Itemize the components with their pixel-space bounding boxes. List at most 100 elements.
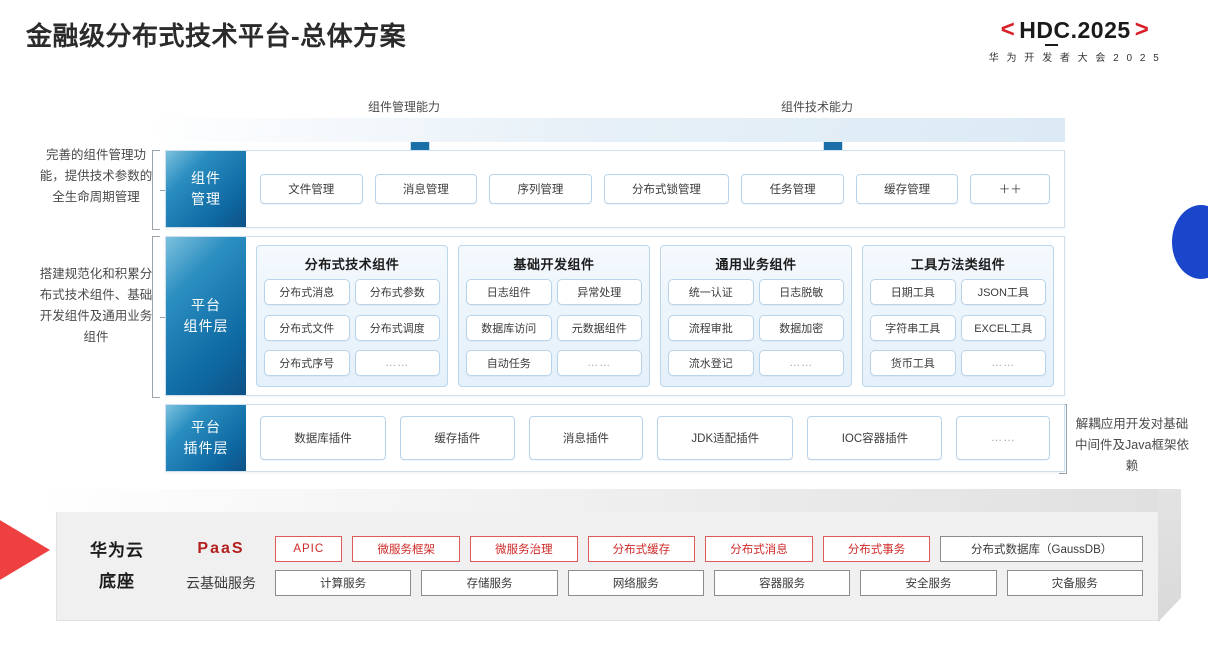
chip-group-item[interactable]: 分布式序号 [264, 350, 350, 377]
chip-group-item[interactable]: 数据加密 [758, 314, 844, 341]
chip-paas[interactable]: 分布式消息 [705, 536, 813, 562]
group-items: 分布式消息 分布式参数 分布式文件 分布式调度 分布式序号 …… [264, 279, 440, 381]
chip-paas[interactable]: APIC [275, 536, 343, 562]
chip-group-item[interactable]: 分布式参数 [354, 279, 440, 305]
paas-label: PaaS [197, 540, 245, 557]
row-platform-component-layer: 平台 组件层 分布式技术组件 分布式消息 分布式参数 分布式文件 分布式调度 分… [165, 236, 1065, 396]
hdc-logo-underline [1045, 43, 1059, 46]
chip-group-item[interactable]: 分布式文件 [264, 314, 350, 341]
group-tool-methods: 工具方法类组件 日期工具 JSON工具 字符串工具 EXCEL工具 货币工具 …… [862, 245, 1054, 387]
chip-infra[interactable]: 网络服务 [567, 570, 704, 596]
chip-plugin[interactable]: 消息插件 [528, 416, 644, 460]
stack-top-bevel [143, 118, 1065, 142]
chip-paas-gaussdb[interactable]: 分布式数据库（GaussDB） [940, 536, 1143, 562]
cloud-base-right-bevel [1158, 489, 1181, 622]
chip-plugin[interactable]: JDK适配插件 [657, 416, 794, 460]
hdc-logo-subtitle: 华 为 开 发 者 大 会 2 0 2 5 [988, 53, 1162, 64]
group-basic-development: 基础开发组件 日志组件 异常处理 数据库访问 元数据组件 自动任务 …… [458, 245, 650, 387]
chip-plugin[interactable]: 数据库插件 [260, 416, 387, 460]
cloud-base-top-bevel [35, 489, 1161, 512]
chip-group-item[interactable]: 统一认证 [668, 279, 754, 305]
chip-group-item[interactable]: 流水登记 [668, 350, 754, 377]
annotation-right-plugin-layer: 解耦应用开发对基础中间件及Java框架依赖 [1075, 417, 1189, 473]
row-component-management: 组件 管理 文件管理 消息管理 序列管理 分布式锁管理 任务管理 缓存管理 ＋＋ [165, 150, 1065, 228]
cloud-base-title-line2: 底座 [99, 572, 135, 591]
hdc-logo-text: HDC.2025 [1019, 16, 1131, 46]
angle-bracket-right-icon: > [1134, 16, 1150, 43]
chip-group-item-more[interactable]: …… [354, 350, 440, 377]
side-tab-line1: 平台 [191, 297, 221, 313]
annotation-left-platform-components: 搭建规范化和积累分布式技术组件、基础开发组件及通用业务组件 [39, 267, 153, 344]
hdc-logo: < HDC.2025 > 华 为 开 发 者 大 会 2 0 2 5 [960, 16, 1190, 64]
arrow-label-right: 组件技术能力 [781, 100, 854, 114]
chip-group-item[interactable]: 日志脱敏 [758, 279, 844, 305]
chip-group-item[interactable]: 分布式消息 [264, 279, 350, 305]
chip-component-mgmt[interactable]: 文件管理 [260, 174, 363, 204]
chip-paas[interactable]: 分布式事务 [822, 536, 931, 562]
infra-label: 云基础服务 [186, 575, 256, 591]
architecture-stack: 组件 管理 文件管理 消息管理 序列管理 分布式锁管理 任务管理 缓存管理 ＋＋… [143, 118, 1065, 478]
side-tab-line1: 平台 [191, 419, 221, 435]
chip-group-item[interactable]: 分布式调度 [354, 314, 440, 341]
chip-group-item[interactable]: 数据库访问 [466, 314, 552, 341]
hdc-logo-main: < HDC.2025 > [960, 16, 1190, 46]
chip-component-mgmt-add[interactable]: ＋＋ [970, 174, 1051, 204]
chip-component-mgmt[interactable]: 缓存管理 [855, 174, 959, 204]
red-wedge-decoration [0, 507, 50, 593]
chip-group-item[interactable]: 字符串工具 [870, 314, 956, 341]
group-title: 工具方法类组件 [910, 257, 1006, 272]
page-title: 金融级分布式技术平台-总体方案 [26, 21, 407, 51]
side-tab-platform-plugin-layer: 平台 插件层 [166, 405, 246, 471]
chip-infra[interactable]: 安全服务 [860, 570, 997, 596]
cloud-row-infrastructure: 云基础服务 计算服务 存储服务 网络服务 容器服务 安全服务 灾备服务 [177, 570, 1143, 596]
chip-component-mgmt[interactable]: 任务管理 [741, 174, 844, 204]
chip-component-mgmt[interactable]: 消息管理 [374, 174, 478, 204]
chip-group-item[interactable]: 异常处理 [556, 279, 642, 305]
chip-group-item[interactable]: 自动任务 [466, 350, 552, 377]
cloud-base-rows: PaaS APIC 微服务框架 微服务治理 分布式缓存 分布式消息 分布式事务 … [177, 536, 1159, 596]
infra-items: 计算服务 存储服务 网络服务 容器服务 安全服务 灾备服务 [275, 570, 1143, 596]
chip-group-item[interactable]: 流程审批 [668, 314, 754, 341]
chip-component-mgmt[interactable]: 分布式锁管理 [603, 174, 730, 204]
chip-group-item[interactable]: 日志组件 [466, 279, 552, 305]
group-title: 通用业务组件 [715, 257, 797, 272]
chip-group-item[interactable]: 日期工具 [870, 279, 956, 305]
angle-bracket-left-icon: < [1000, 16, 1016, 43]
cloud-row-paas: PaaS APIC 微服务框架 微服务治理 分布式缓存 分布式消息 分布式事务 … [177, 536, 1143, 562]
brace-component-mgmt [152, 150, 165, 230]
chip-plugin[interactable]: 缓存插件 [400, 416, 515, 460]
plugin-layer-items: 数据库插件 缓存插件 消息插件 JDK适配插件 IOC容器插件 …… [246, 405, 1064, 471]
chip-infra[interactable]: 存储服务 [421, 570, 558, 596]
blue-circle-decoration [1172, 205, 1208, 279]
chip-paas[interactable]: 微服务治理 [470, 536, 578, 562]
group-items: 统一认证 日志脱敏 流程审批 数据加密 流水登记 …… [668, 279, 844, 381]
chip-infra[interactable]: 计算服务 [275, 570, 412, 596]
group-items: 日期工具 JSON工具 字符串工具 EXCEL工具 货币工具 …… [870, 279, 1046, 381]
chip-group-item[interactable]: 元数据组件 [556, 314, 642, 341]
group-common-business: 通用业务组件 统一认证 日志脱敏 流程审批 数据加密 流水登记 …… [660, 245, 852, 387]
annotation-left-component-mgmt: 完善的组件管理功能，提供技术参数的全生命周期管理 [39, 148, 153, 204]
chip-paas[interactable]: 微服务框架 [352, 536, 461, 562]
chip-infra[interactable]: 灾备服务 [1006, 570, 1143, 596]
hdc-logo-wordmark: HDC.2025 [1019, 16, 1131, 43]
side-tab-line1: 组件 [191, 170, 221, 186]
side-tab-line2: 组件层 [183, 318, 229, 334]
chip-group-item-more[interactable]: …… [758, 350, 844, 377]
paas-items: APIC 微服务框架 微服务治理 分布式缓存 分布式消息 分布式事务 分布式数据… [275, 536, 1143, 562]
chip-group-item[interactable]: EXCEL工具 [960, 314, 1046, 341]
chip-paas[interactable]: 分布式缓存 [587, 536, 696, 562]
cloud-base-title: 华为云 底座 [57, 535, 177, 597]
chip-plugin-more[interactable]: …… [956, 416, 1050, 460]
chip-infra[interactable]: 容器服务 [713, 570, 851, 596]
side-tab-line2: 插件层 [183, 440, 229, 456]
group-title: 分布式技术组件 [304, 257, 400, 272]
side-tab-line2: 管理 [191, 191, 221, 207]
chip-group-item-more[interactable]: …… [556, 350, 642, 377]
chip-plugin[interactable]: IOC容器插件 [807, 416, 943, 460]
chip-group-item-more[interactable]: …… [960, 350, 1046, 377]
chip-component-mgmt[interactable]: 序列管理 [489, 174, 592, 204]
arrow-label-left: 组件管理能力 [368, 100, 441, 114]
chip-group-item[interactable]: JSON工具 [960, 279, 1046, 305]
side-tab-platform-component-layer: 平台 组件层 [166, 237, 246, 395]
chip-group-item[interactable]: 货币工具 [870, 350, 956, 377]
